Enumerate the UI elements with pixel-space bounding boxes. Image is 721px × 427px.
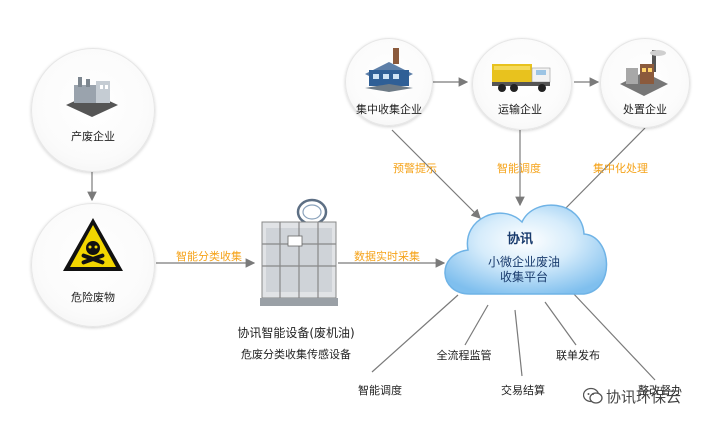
transport-company-label: 运输企业 [498,103,542,116]
truck-icon [492,64,551,92]
device-title: 协讯智能设备(废机油) [237,326,355,340]
arrow-collection-to-cloud [391,129,481,219]
factory-icon [66,77,118,117]
output-corrective: 整改督办 [638,384,682,397]
cloud-title-line1: 小微企业废油 [487,255,561,269]
disposal-plant-icon [620,50,668,96]
device-subtitle: 危废分类收集传感设备 [241,348,351,361]
output-settlement: 交易结算 [501,384,545,397]
collection-company-label: 集中收集企业 [356,103,422,116]
edge-label-realtime-collect: 数据实时采集 [354,250,420,263]
arrow-disposal-to-cloud [557,127,646,217]
edge-label-centralized: 集中化处理 [593,162,648,175]
hazard-sign-icon [63,218,123,271]
disposal-company-label: 处置企业 [623,103,667,116]
collection-building-icon [365,48,413,92]
line-full-monitoring [464,304,489,346]
output-joint-release: 联单发布 [556,349,600,362]
cloud-brand: 协讯 [506,232,534,247]
ibc-tote-device-icon [260,198,338,306]
output-full-monitoring: 全流程监管 [436,349,492,362]
line-smart-dispatch [371,294,459,373]
hazardous-waste-label: 危险废物 [71,291,115,304]
line-settlement [514,309,523,377]
output-smart-dispatch: 智能调度 [358,384,402,397]
line-joint-release [544,301,577,346]
line-corrective [571,291,656,381]
watermark-text: 协讯环保云 [606,388,682,406]
waste-producer-label: 产废企业 [71,130,115,143]
wechat-logo-icon [583,387,603,404]
edge-label-dispatch: 智能调度 [497,162,541,175]
edge-label-smart-classify: 智能分类收集 [176,250,242,263]
cloud-title-line2: 收集平台 [499,270,549,284]
cloud-shape [444,204,608,295]
edge-label-alert: 预警提示 [393,162,437,175]
